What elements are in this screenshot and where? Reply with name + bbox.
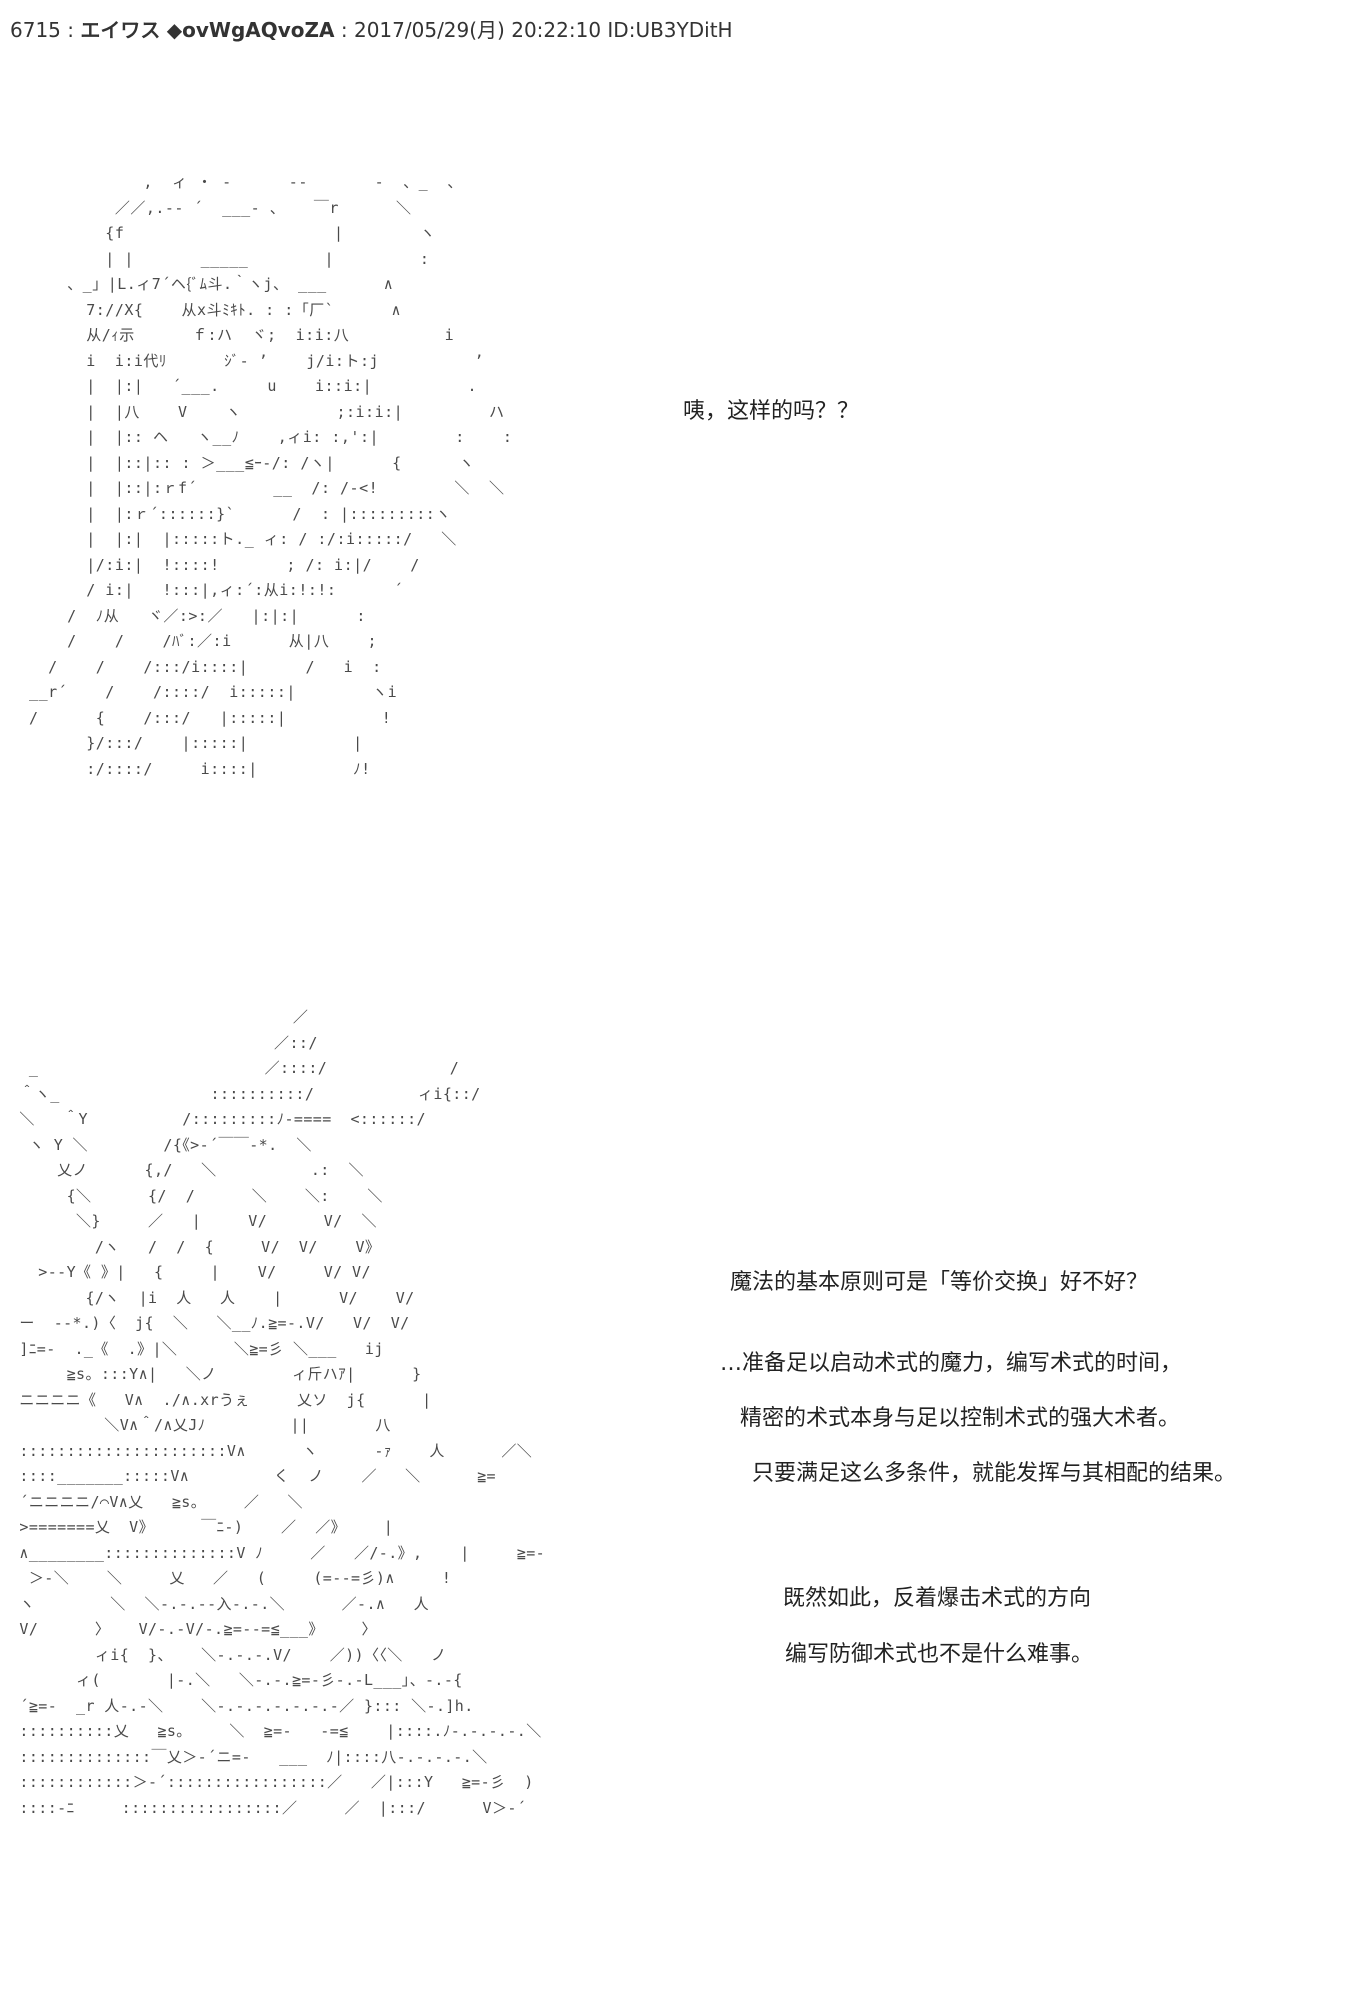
dialogue-line-5: 只要满足这么多条件，就能发挥与其相配的结果。 bbox=[752, 1461, 1237, 1486]
post-separator: : bbox=[340, 18, 348, 42]
post-header: 6715 : エイワス ◆ovWgAQvoZA : 2017/05/29(月) … bbox=[10, 14, 733, 43]
ascii-art-girl-2: ／ ／::/ _ ／::::/ / ＾ヽ_ ::::::::::/ ィi{::/… bbox=[19, 1008, 546, 1817]
post-separator: : bbox=[67, 18, 75, 42]
post-datetime: 2017/05/29(月) 20:22:10 bbox=[353, 18, 602, 42]
dialogue-line-4: 精密的术式本身与足以控制术式的强大术者。 bbox=[740, 1406, 1181, 1431]
post-id: ID:UB3YDitH bbox=[607, 18, 733, 42]
poster-trip: ◆ovWgAQvoZA bbox=[166, 18, 335, 42]
post-number: 6715 bbox=[10, 18, 61, 42]
ascii-art-girl-1: , ィ ・ - -- - 、_ 、 ／／,.-‐ ´ ___‐ 、 ￣r ＼ {… bbox=[29, 173, 513, 778]
dialogue-line-2: 魔法的基本原则可是「等价交换」好不好？ bbox=[730, 1270, 1149, 1295]
dialogue-line-3: …准备足以启动术式的魔力，编写术式的时间， bbox=[720, 1351, 1183, 1376]
dialogue-line-7: 编写防御术式也不是什么难事。 bbox=[785, 1642, 1094, 1667]
dialogue-line-1: 咦，这样的吗？？ bbox=[683, 399, 860, 424]
dialogue-line-6: 既然如此，反着爆击术式的方向 bbox=[783, 1586, 1092, 1611]
poster-name: エイワス bbox=[80, 18, 161, 42]
